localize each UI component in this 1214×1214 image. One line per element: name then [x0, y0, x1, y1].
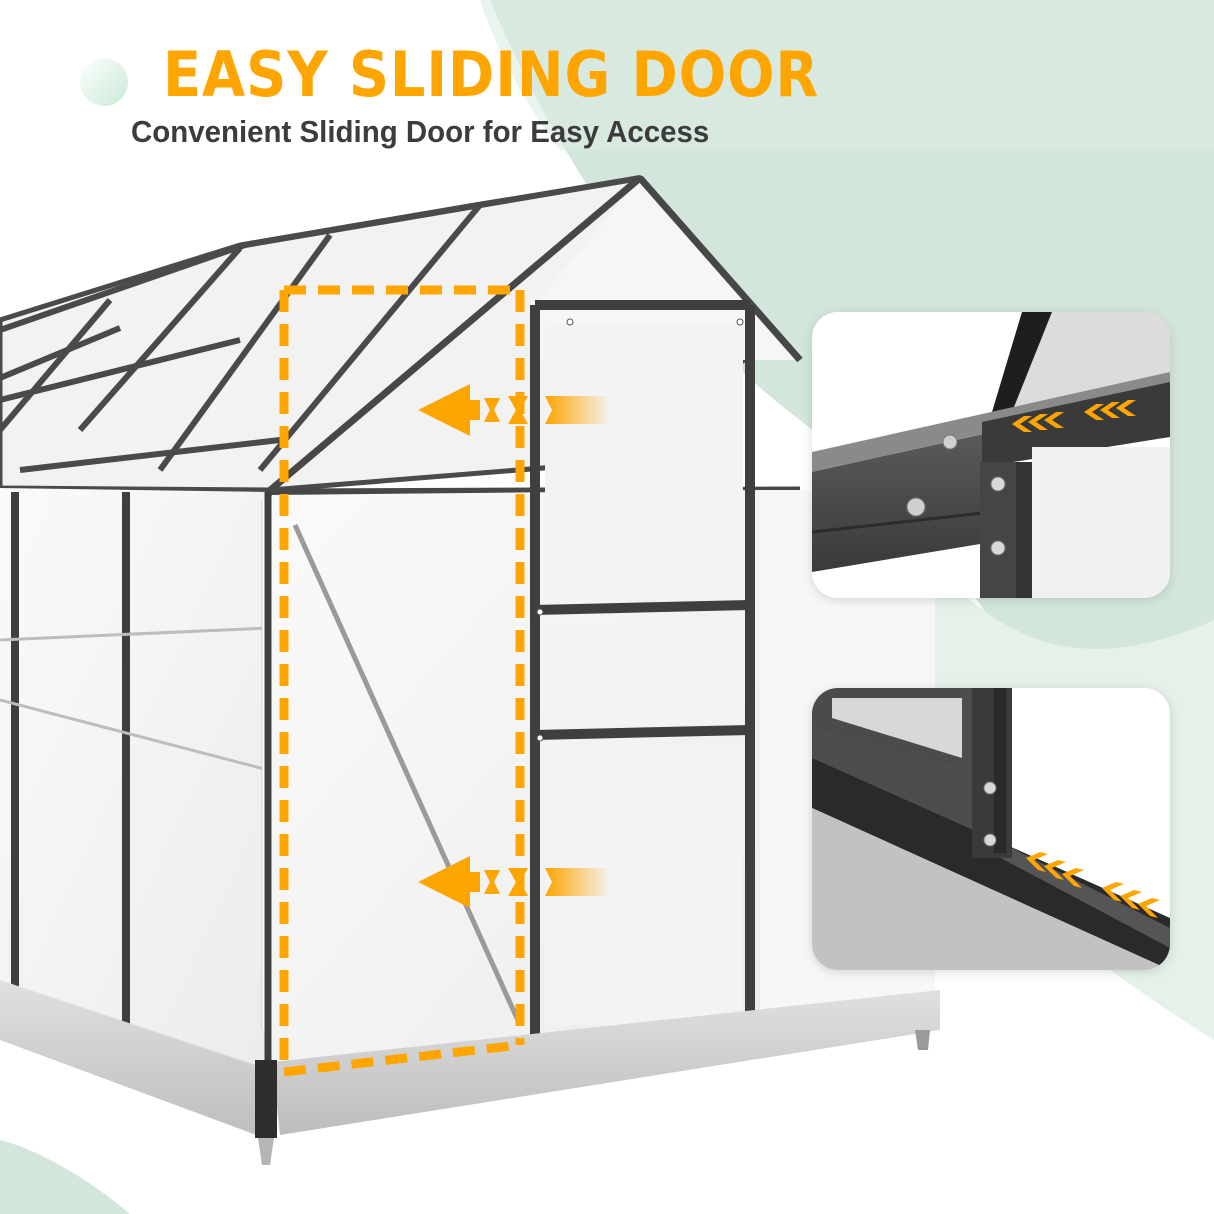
bottom-rail-photo [812, 688, 1170, 970]
upper-slide-arrow-icon [418, 384, 610, 436]
top-rail-chevrons-icon [1012, 400, 1136, 432]
bottom-rail-detail-inset [812, 688, 1170, 970]
decorative-circle-icon [80, 58, 128, 106]
top-rail-detail-inset [812, 312, 1170, 598]
door-path-outline [279, 285, 525, 1077]
page-subtitle: Convenient Sliding Door for Easy Access [131, 114, 710, 149]
lower-slide-arrow-icon [418, 856, 610, 908]
page-title: EASY SLIDING DOOR [163, 38, 820, 111]
top-rail-photo [812, 312, 1170, 598]
bottom-rail-chevrons-icon [1026, 852, 1160, 918]
